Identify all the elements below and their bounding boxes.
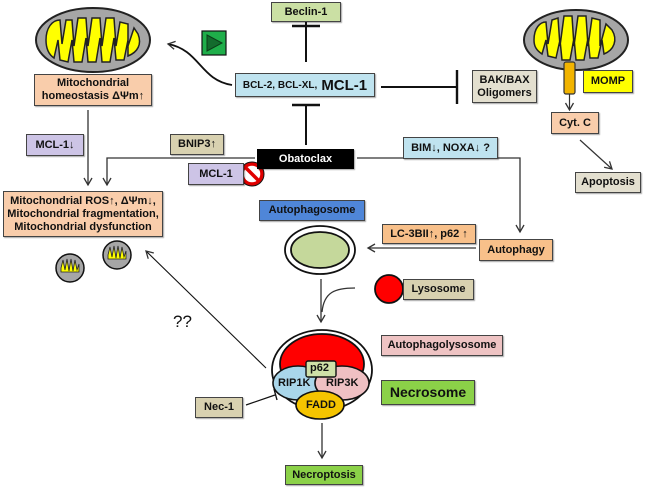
mitochondrion-icon <box>523 9 629 71</box>
necrosome-label-box: Necrosome <box>381 380 475 405</box>
lysosome-icon <box>374 274 404 304</box>
p62-label: p62 <box>310 362 329 374</box>
momp-label: MOMP <box>590 75 626 87</box>
lc3-p62-node: LC-3BII↑, p62 ↑ <box>382 224 476 244</box>
p62-icon <box>305 360 337 378</box>
bak-bax-oligomers-node: BAK/BAX Oligomers <box>472 70 537 103</box>
mcl1-down-node: MCL-1↓ <box>26 134 84 156</box>
bnip3-label: BNIP3↑ <box>178 138 216 150</box>
bak-bax-label: BAK/BAX <box>479 73 530 86</box>
bnip3-node: BNIP3↑ <box>170 134 224 155</box>
necroptosis-label: Necroptosis <box>292 468 356 481</box>
necrosome-label: Necrosome <box>389 384 467 400</box>
fadd-label: FADD <box>306 399 336 411</box>
mitochondrial-dysfunction-node: Mitochondrial ROS↑, ΔΨm↓, Mitochondrial … <box>3 191 163 237</box>
rip1k-label: RIP1K <box>278 377 311 389</box>
mitochondrion-icon <box>35 7 151 73</box>
rip3k-label: RIP3K <box>326 377 359 389</box>
mitochondrial-homeostasis-node: Mitochondrial homeostasis ΔΨm↑ <box>34 74 152 106</box>
mcl1-label: MCL-1 <box>199 167 233 180</box>
fragmented-mitochondrion-icon <box>55 253 85 283</box>
mcl1-main-label: MCL-1 <box>321 76 368 94</box>
fadd-icon <box>295 390 345 420</box>
autophagy-node: Autophagy <box>479 239 553 261</box>
pore-channel-icon <box>563 61 576 95</box>
autophagolysosome-label: Autophagolysosome <box>387 339 497 351</box>
beclin-1-label: Beclin-1 <box>284 5 328 18</box>
mito-fragmentation-label: Mitochondrial fragmentation, <box>7 207 159 220</box>
bcl2-family-node: BCL-2, BCL-XL, MCL-1 <box>235 73 375 97</box>
mcl1-node: MCL-1 <box>188 163 244 185</box>
autophagosome-label-box: Autophagosome <box>259 200 365 221</box>
autophagosome-icon <box>284 225 356 275</box>
momp-node: MOMP <box>583 70 633 93</box>
autophagolysosome-label-box: Autophagolysosome <box>381 335 503 356</box>
cyt-c-node: Cyt. C <box>551 112 599 134</box>
necroptosis-node: Necroptosis <box>285 465 363 485</box>
obatoclax-label: Obatoclax <box>278 152 333 165</box>
apoptosis-node: Apoptosis <box>575 172 641 193</box>
unknown-mechanism-label: ?? <box>173 312 192 331</box>
homeostasis-label: homeostasis ΔΨm↑ <box>41 90 145 102</box>
nec-1-label: Nec-1 <box>204 401 234 413</box>
mitochondrial-label: Mitochondrial <box>56 77 130 89</box>
lc3-p62-label: LC-3BII↑, p62 ↑ <box>390 227 468 240</box>
play-icon <box>201 30 227 56</box>
mito-ros-label: Mitochondrial ROS↑, ΔΨm↓, <box>10 194 156 207</box>
bcl2-bclxl-label: BCL-2, BCL-XL, <box>242 79 318 91</box>
bim-noxa-node: BIM↓, NOXA↓ ? <box>403 137 498 159</box>
lysosome-label: Lysosome <box>411 283 466 295</box>
cyt-c-label: Cyt. C <box>559 116 591 129</box>
obatoclax-node: Obatoclax <box>257 149 354 169</box>
autophagosome-label: Autophagosome <box>268 204 356 216</box>
lysosome-label-box: Lysosome <box>403 279 474 300</box>
mcl1-down-label: MCL-1↓ <box>35 138 75 151</box>
bim-noxa-label: BIM↓, NOXA↓ ? <box>411 141 490 154</box>
apoptosis-label: Apoptosis <box>581 176 635 188</box>
mito-dysfunction-label: Mitochondrial dysfunction <box>14 220 152 233</box>
oligomers-label: Oligomers <box>477 86 532 99</box>
nec-1-node: Nec-1 <box>195 397 243 418</box>
beclin-1-node: Beclin-1 <box>271 2 341 22</box>
autophagy-label: Autophagy <box>487 243 545 256</box>
fragmented-mitochondrion-icon <box>102 240 132 270</box>
